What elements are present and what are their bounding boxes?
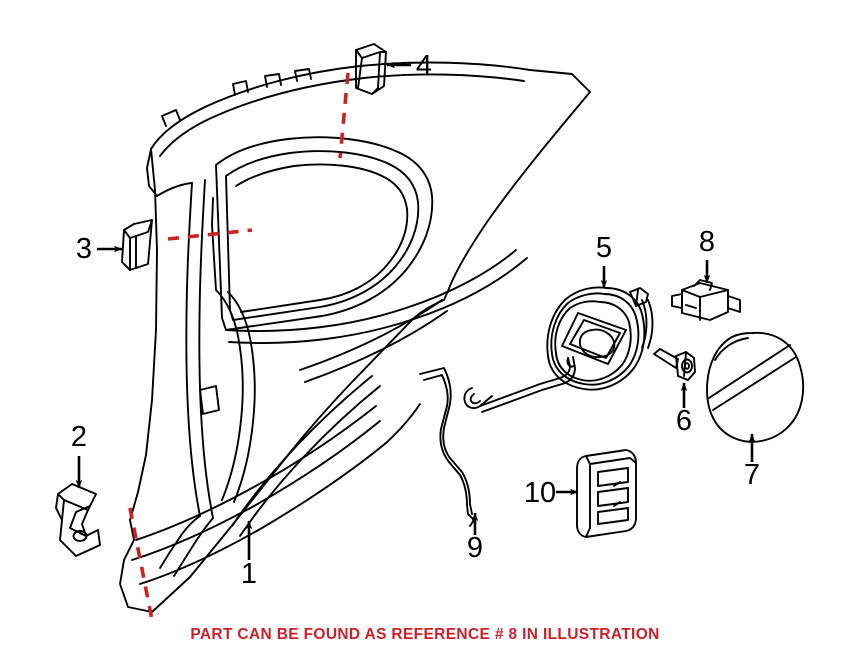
callout-7-label: 7 (744, 459, 760, 491)
part-quarter-panel-outer (119, 61, 591, 613)
part-pillar-clip (121, 219, 153, 271)
callout-7: 7 (744, 433, 760, 491)
section-line-pillar (167, 228, 253, 241)
callout-4-label: 4 (416, 50, 432, 82)
part-fuel-filler-housing (546, 286, 654, 391)
part-fuel-filler-door (706, 331, 805, 443)
callout-group: 1 2 3 4 5 6 (71, 50, 760, 590)
callout-2: 2 (71, 421, 87, 489)
callout-2-label: 2 (71, 421, 87, 453)
part-hinge-pin-screw (653, 348, 696, 381)
callout-8: 8 (699, 226, 715, 284)
section-line-top (338, 72, 350, 159)
section-cut-lines (128, 72, 350, 621)
part-fuel-door-actuator (671, 279, 741, 321)
callout-6: 6 (676, 382, 692, 437)
callout-5-label: 5 (596, 232, 612, 264)
callout-10-label: 10 (524, 477, 556, 509)
callout-6-label: 6 (676, 405, 692, 437)
callout-3: 3 (76, 233, 123, 265)
callout-9: 9 (467, 512, 483, 564)
reference-caption: PART CAN BE FOUND AS REFERENCE # 8 IN IL… (190, 626, 660, 643)
callout-8-label: 8 (699, 226, 715, 258)
callout-4: 4 (386, 50, 432, 82)
section-line-rocker (128, 507, 154, 621)
part-roof-rail-clip (355, 43, 387, 95)
callout-3-label: 3 (76, 233, 92, 265)
callout-5: 5 (596, 232, 612, 289)
callout-1: 1 (241, 520, 257, 590)
callout-10: 10 (524, 477, 579, 509)
part-pressure-relief-vent (576, 449, 637, 538)
callout-1-label: 1 (241, 558, 257, 590)
part-emergency-release-rod (419, 356, 576, 527)
callout-9-label: 9 (467, 532, 483, 564)
part-reinforcement-bracket (55, 483, 101, 557)
